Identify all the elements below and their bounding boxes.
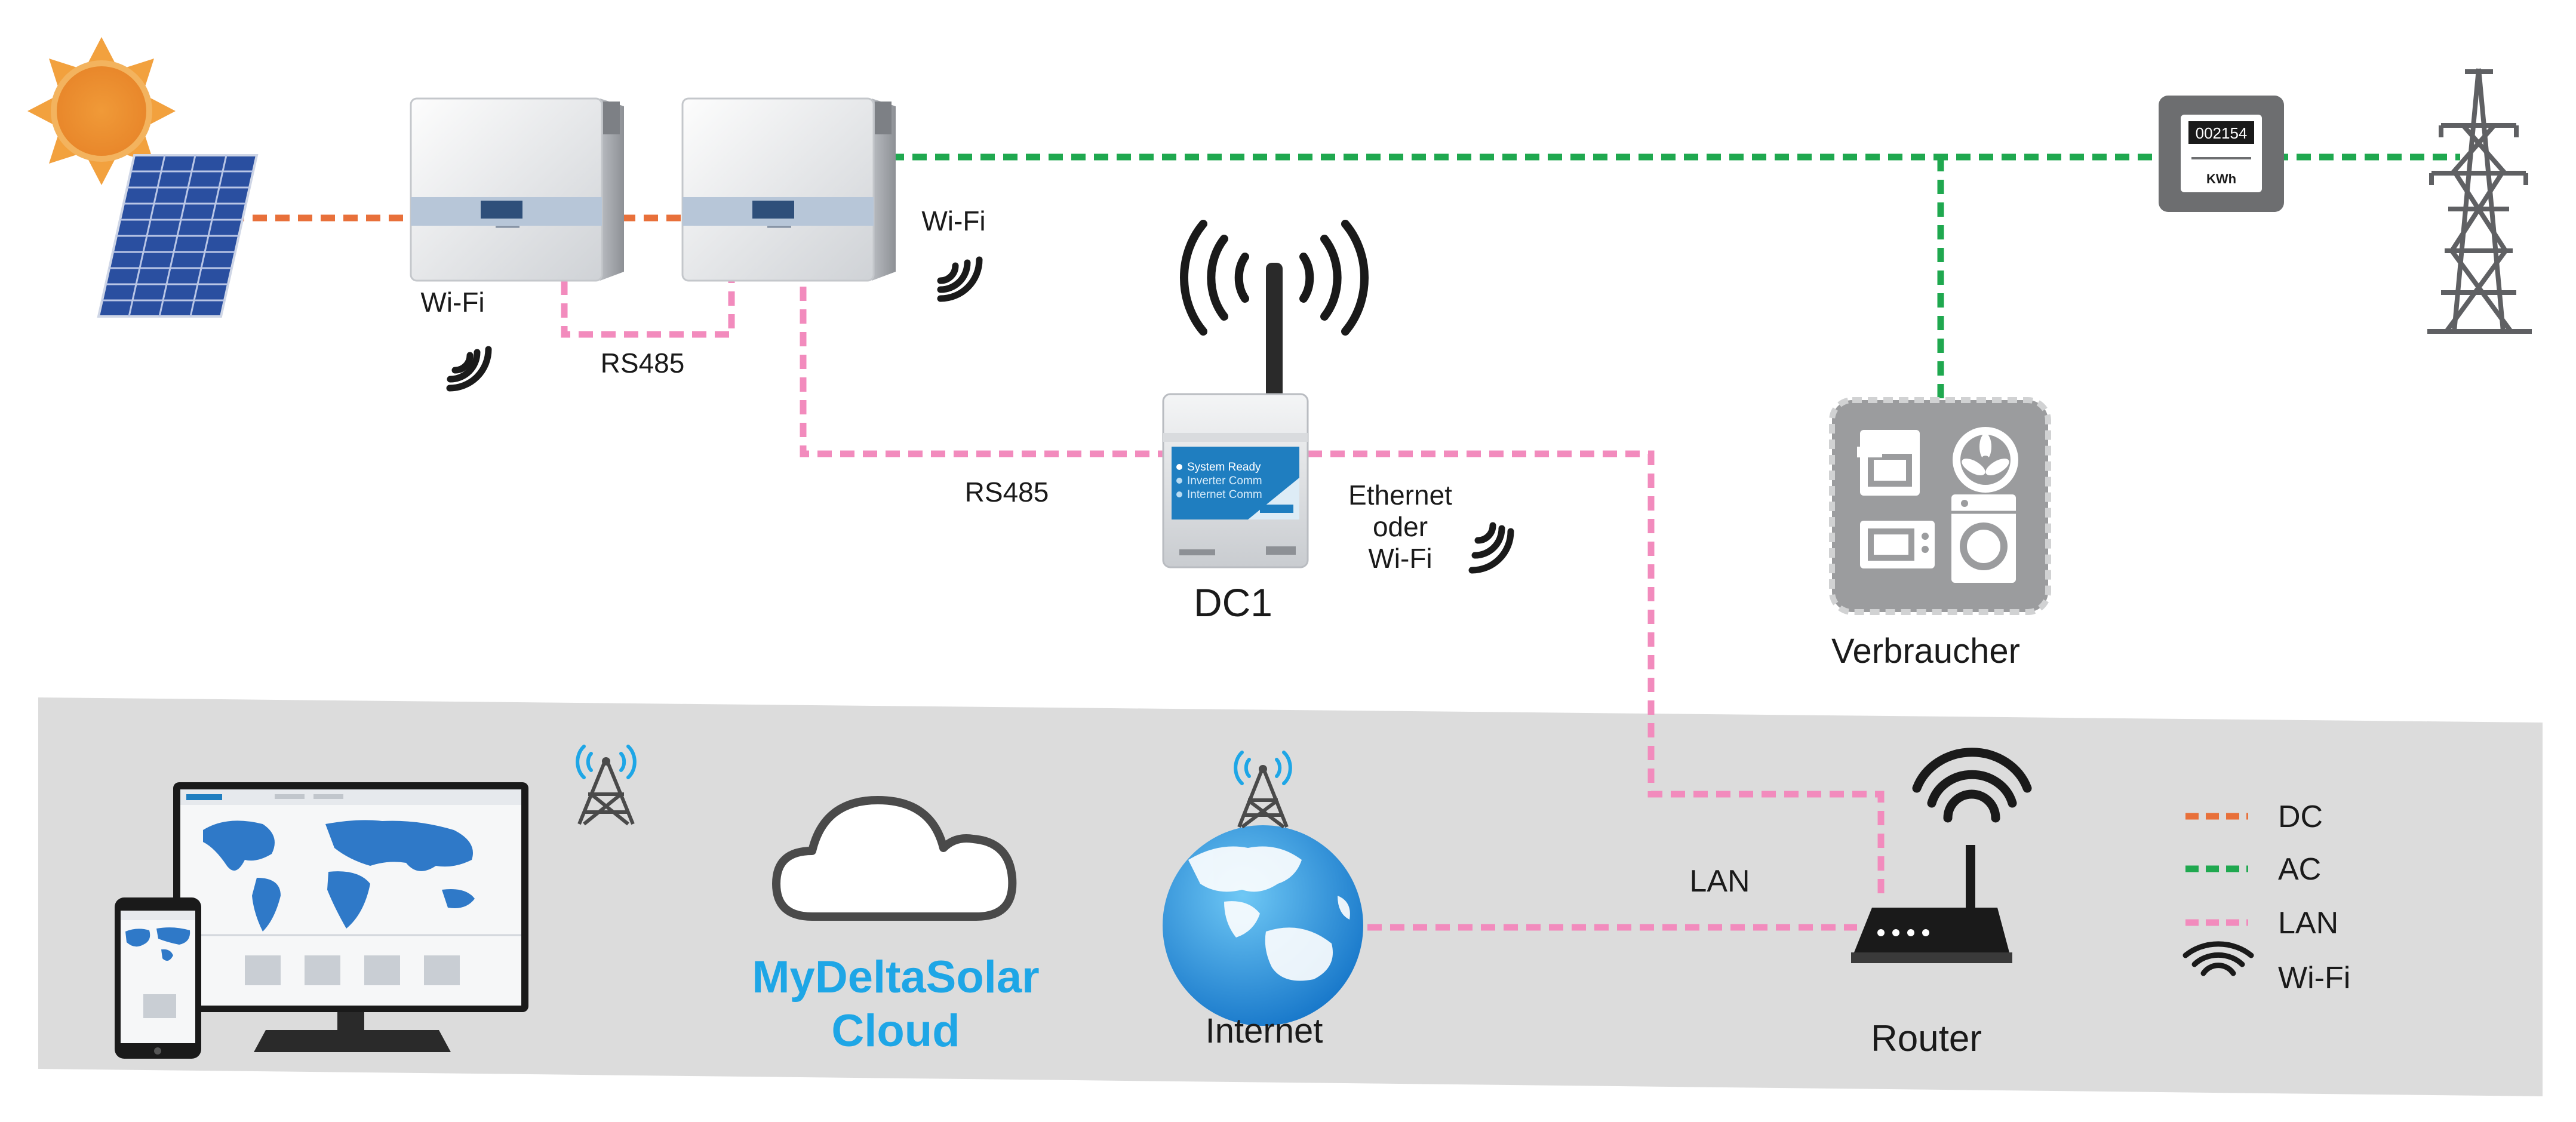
cloud-label-1: MyDeltaSolar (752, 952, 1040, 1003)
globe-icon (1163, 751, 1363, 1026)
internet-label: Internet (1206, 1012, 1323, 1050)
monitor-icon (173, 782, 528, 1052)
microwave-icon (1860, 521, 1935, 568)
dc1-panel-line-3: Internet Comm (1187, 488, 1262, 501)
consumers-box (1829, 397, 2051, 615)
legend-label-dc: DC (2278, 800, 2323, 834)
consumers-label: Verbraucher (1831, 632, 2020, 671)
dc1-connection-label-2: oder (1373, 511, 1428, 542)
dc1-label: DC1 (1194, 580, 1272, 625)
power-pylon-icon (2427, 68, 2532, 334)
dc1-connection-label-3: Wi-Fi (1368, 543, 1432, 574)
inverter-1 (410, 97, 624, 282)
rs485-label-dc1: RS485 (965, 477, 1049, 508)
solar-panel-icon (97, 154, 259, 318)
legend-wifi-icon (2182, 941, 2254, 976)
meter-display: 002154 (2196, 124, 2248, 142)
wifi-label-inverter-2: Wi-Fi (921, 205, 985, 236)
lan-label: LAN (1689, 864, 1750, 899)
dc1-panel-line-2: Inverter Comm (1187, 475, 1262, 487)
energy-meter-icon: 002154 KWh (2159, 96, 2284, 212)
stove-icon (1857, 430, 1920, 496)
dc1-panel-line-1: System Ready (1187, 461, 1261, 474)
sun-icon (27, 37, 176, 185)
rs485-line-inverters (561, 281, 735, 338)
smartphone-icon (115, 897, 201, 1059)
legend-label-lan: LAN (2278, 906, 2338, 940)
cell-tower-icon-left (576, 745, 637, 826)
cloud-label-2: Cloud (831, 1006, 960, 1056)
dc1-connection-label-1: Ethernet (1348, 479, 1452, 511)
legend-label-wifi: Wi-Fi (2278, 961, 2350, 995)
wifi-icon-inverter-1 (446, 346, 492, 392)
dc1-device: System Ready Inverter Comm Internet Comm (1162, 220, 1369, 568)
legend: DC AC LAN Wi-Fi (2182, 800, 2350, 995)
wifi-icon-dc1 (1468, 522, 1514, 574)
meter-unit: KWh (2206, 171, 2236, 186)
lan-line-dc1-router (1308, 450, 1885, 902)
router-icon (1851, 748, 2032, 963)
fan-icon (1953, 427, 2018, 493)
cloud-icon (772, 796, 1017, 921)
wifi-icon-inverter-2 (937, 256, 983, 302)
wifi-label-inverter-1: Wi-Fi (420, 287, 484, 318)
inverter-2 (681, 97, 896, 282)
rs485-label-top: RS485 (601, 348, 685, 379)
legend-label-ac: AC (2278, 852, 2321, 887)
router-label: Router (1871, 1018, 1982, 1059)
washing-machine-icon (1951, 494, 2016, 583)
connections (230, 153, 2460, 931)
rs485-line-dc1 (800, 287, 1164, 457)
